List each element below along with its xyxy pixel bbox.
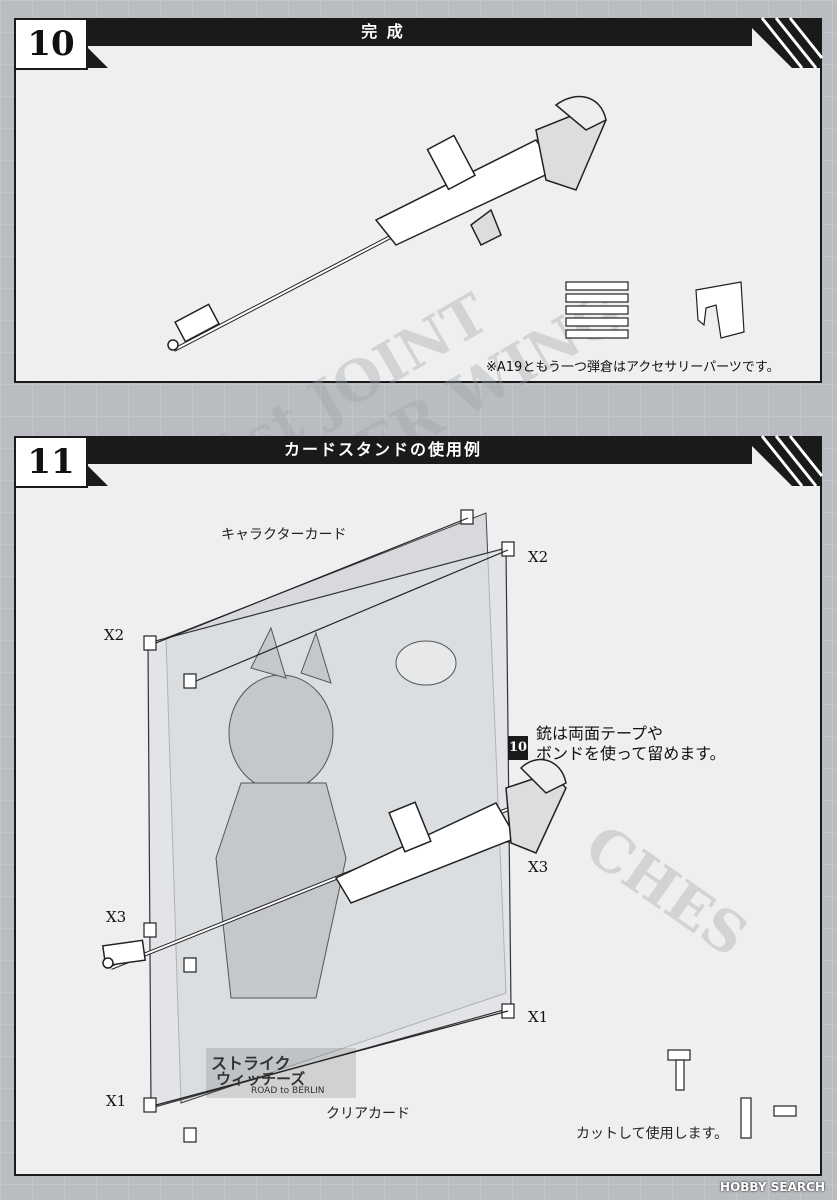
x1-left-label: X1 [106, 1092, 127, 1110]
cut-instruction-label: カットして使用します。 [576, 1126, 729, 1142]
callout-text-line-2: ボンドを使って留めます。 [536, 744, 726, 763]
card-logo-line-2: ウィッチーズ [216, 1070, 306, 1088]
callout-step-ref: 10 [508, 736, 528, 760]
header-stripes-icon [742, 17, 824, 69]
step-11-title: カードスタンドの使用例 [283, 440, 482, 459]
step-11-panel: カードスタンドの使用例 11 CHES キャラクターカード [14, 435, 824, 1176]
card-logo-line-3: ROAD to BERLIN [251, 1086, 325, 1096]
callout-text-line-1: 銃は両面テープや [536, 724, 664, 743]
x2-left-label: X2 [104, 626, 125, 644]
card-logo-line-1: ストライク [211, 1054, 291, 1073]
x3-left-label: X3 [106, 908, 127, 926]
step-10-number: 10 [16, 20, 108, 70]
x1-right-label: X1 [528, 1008, 549, 1026]
clear-card-label: クリアカード [326, 1106, 410, 1122]
step-10-note: ※A19ともう一つ弾倉はアクセサリーパーツです。 [486, 360, 780, 375]
step-10-header: 完 成 [14, 17, 824, 69]
step-10-panel: 完 成 10 501st JOINT FIGHTER WING [14, 17, 824, 589]
rifle-illustration [167, 95, 745, 352]
step-10-title: 完 成 [361, 22, 405, 41]
site-logo: HOBBY SEARCH [720, 1180, 825, 1194]
x3-right-label: X3 [528, 858, 549, 876]
x2-right-label: X2 [528, 548, 549, 566]
character-card-label: キャラクターカード [221, 527, 347, 543]
step-11-header: カードスタンドの使用例 [14, 435, 824, 487]
card-stand-illustration [101, 509, 797, 1143]
header-stripes-icon [742, 435, 824, 487]
step-11-number: 11 [16, 438, 108, 488]
